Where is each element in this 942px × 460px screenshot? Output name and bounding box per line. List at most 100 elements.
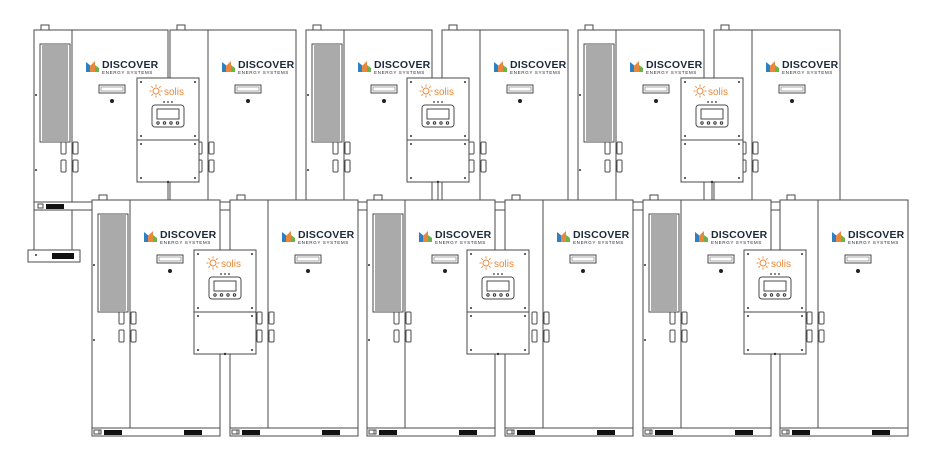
top-tab	[511, 194, 521, 201]
door-handle	[344, 159, 351, 173]
solis-sun-ray	[208, 258, 211, 261]
solis-sun-ray	[481, 265, 484, 268]
screw	[470, 253, 472, 255]
status-indicator	[790, 99, 794, 103]
discover-logo-mark-blue	[358, 62, 363, 72]
inverter-led	[774, 273, 776, 275]
door-handle	[60, 141, 67, 155]
discover-brand-subtitle: ENERGY SYSTEMS	[646, 70, 697, 75]
screw	[140, 81, 142, 83]
screw	[524, 307, 526, 309]
screw	[197, 307, 199, 309]
door-handle	[72, 159, 79, 173]
screw	[747, 349, 749, 351]
screw	[140, 143, 142, 145]
door-handle	[256, 311, 263, 325]
solis-sun-ray	[428, 93, 431, 96]
door-handle	[130, 311, 137, 325]
screw	[410, 177, 412, 179]
inverter-button	[426, 121, 430, 125]
inverter-connector	[436, 180, 440, 184]
solis-sun-ray	[215, 258, 218, 261]
solis-sun-ray	[215, 265, 218, 268]
screw	[251, 307, 253, 309]
door-handle	[531, 329, 538, 343]
screw	[684, 135, 686, 137]
door-handle	[72, 141, 79, 155]
inverter-led	[167, 101, 169, 103]
inverter-led	[228, 273, 230, 275]
discover-logo-mark-green	[367, 65, 371, 72]
inverter-button	[499, 293, 503, 297]
top-tab	[40, 24, 50, 31]
solis-sun-icon	[422, 87, 430, 95]
discover-logo-mark-green	[566, 235, 570, 242]
discover-logo-mark-blue	[419, 232, 424, 242]
solis-sun-ray	[208, 265, 211, 268]
door-handle	[405, 311, 412, 325]
inverter-led	[163, 101, 165, 103]
top-tab	[584, 24, 594, 31]
discover-logo-mark-blue	[282, 232, 287, 242]
status-display-inner	[236, 86, 260, 92]
discover-logo-mark-orange	[770, 61, 775, 72]
door-handle	[118, 329, 125, 343]
screw	[747, 315, 749, 317]
discover-brand-name: DISCOVER	[102, 59, 159, 71]
base-slot	[322, 430, 340, 435]
base-slot	[104, 430, 122, 435]
screw	[684, 81, 686, 83]
inverter-screen	[426, 108, 450, 120]
screw	[801, 349, 803, 351]
screw	[197, 253, 199, 255]
solis-sun-ray	[158, 86, 161, 89]
screw	[464, 143, 466, 145]
inverter-lower	[406, 139, 470, 183]
inverter-lower	[743, 311, 807, 355]
solis-sun-ray	[421, 86, 424, 89]
solis-sun-ray	[158, 93, 161, 96]
inverter-button	[763, 293, 767, 297]
status-indicator	[856, 269, 860, 273]
vent-grille	[648, 213, 680, 313]
base-port	[368, 429, 375, 435]
screw	[251, 315, 253, 317]
door-handle	[669, 311, 676, 325]
discover-brand-subtitle: ENERGY SYSTEMS	[510, 70, 561, 75]
inverter-led	[437, 101, 439, 103]
solis-sun-ray	[695, 93, 698, 96]
discover-brand-subtitle: ENERGY SYSTEMS	[374, 70, 425, 75]
cabinet-base	[366, 427, 496, 437]
discover-logo-mark-blue	[144, 232, 149, 242]
hinge	[579, 169, 581, 171]
door-handle	[480, 141, 487, 155]
discover-logo-mark-blue	[832, 232, 837, 242]
discover-brand-subtitle: ENERGY SYSTEMS	[298, 240, 349, 245]
base-slot	[459, 430, 477, 435]
inverter-button	[432, 121, 437, 125]
solis-sun-ray	[702, 86, 705, 89]
base-slot	[735, 430, 753, 435]
inverter-button	[719, 121, 724, 125]
hinge	[307, 94, 309, 96]
status-indicator	[246, 99, 250, 103]
discover-logo-mark-orange	[634, 61, 639, 72]
status-display-inner	[372, 86, 396, 92]
solis-sun-ray	[488, 265, 491, 268]
screw	[684, 143, 686, 145]
inverter-screen	[213, 280, 237, 292]
inverter-button	[213, 293, 217, 297]
discover-brand-name: DISCOVER	[160, 229, 217, 241]
discover-logo-mark-green	[95, 65, 99, 72]
inverter-button	[226, 293, 230, 297]
door-handle	[806, 329, 813, 343]
status-indicator	[168, 269, 172, 273]
top-tab	[786, 194, 796, 201]
hinge	[35, 94, 37, 96]
base-slot	[655, 430, 673, 435]
door-handle	[332, 141, 339, 155]
rack-screw	[35, 254, 37, 256]
